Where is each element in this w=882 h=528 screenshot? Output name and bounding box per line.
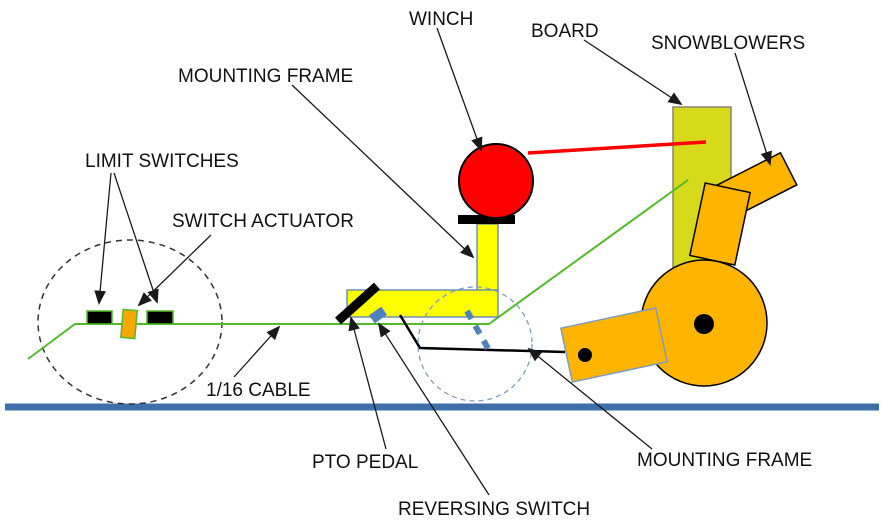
cable-arrow bbox=[233, 325, 281, 378]
front-wheel-dashed-circle bbox=[37, 239, 223, 405]
mounting-frame-top-arrow bbox=[291, 84, 475, 259]
label-mounting-frame-bottom: MOUNTING FRAME bbox=[637, 450, 812, 471]
limit-switch-left bbox=[86, 310, 113, 325]
board-arrow bbox=[583, 39, 683, 106]
snowblowers-arrow bbox=[734, 52, 772, 166]
winch-base-plate bbox=[458, 215, 515, 224]
winch-cable-red-line bbox=[527, 140, 707, 155]
rear-wheel-dashed-circle bbox=[417, 286, 533, 402]
pto-pedal-shape bbox=[334, 282, 381, 325]
winch-arrow bbox=[436, 27, 483, 152]
label-limit-switches: LIMIT SWITCHES bbox=[85, 151, 239, 172]
label-switch-actuator: SWITCH ACTUATOR bbox=[172, 211, 354, 232]
label-reversing-switch: REVERSING SWITCH bbox=[398, 499, 590, 520]
rear-frame-pin-dot bbox=[578, 348, 592, 362]
blue-dashed-rod bbox=[464, 309, 493, 354]
label-snowblowers: SNOWBLOWERS bbox=[651, 33, 805, 54]
snowblower-hub-dot bbox=[694, 314, 714, 334]
reversing-switch-arrow bbox=[377, 322, 490, 496]
cable-line bbox=[27, 179, 689, 360]
leader-arrows bbox=[94, 27, 772, 496]
limit-switch-right bbox=[146, 310, 174, 325]
label-mounting-frame-top: MOUNTING FRAME bbox=[178, 66, 353, 87]
limit-switch-right-arrow bbox=[113, 172, 159, 304]
rear-mounting-frame-plate bbox=[559, 307, 669, 383]
winch-drum bbox=[458, 143, 534, 219]
mounting-frame-bottom-arrow bbox=[527, 347, 653, 450]
label-cable: 1/16 CABLE bbox=[206, 380, 311, 401]
limit-switch-left-arrow bbox=[94, 172, 112, 305]
pedal-linkage-line bbox=[398, 314, 566, 354]
pto-pedal-arrow bbox=[348, 316, 387, 450]
switch-actuator-arrow bbox=[137, 234, 212, 307]
label-pto-pedal: PTO PEDAL bbox=[312, 452, 418, 473]
label-board: BOARD bbox=[531, 21, 599, 42]
label-winch: WINCH bbox=[409, 9, 473, 30]
mounting-frame-vertical-bar bbox=[476, 223, 499, 293]
reversing-switch-shape bbox=[368, 306, 388, 324]
switch-actuator-shape bbox=[119, 308, 139, 340]
